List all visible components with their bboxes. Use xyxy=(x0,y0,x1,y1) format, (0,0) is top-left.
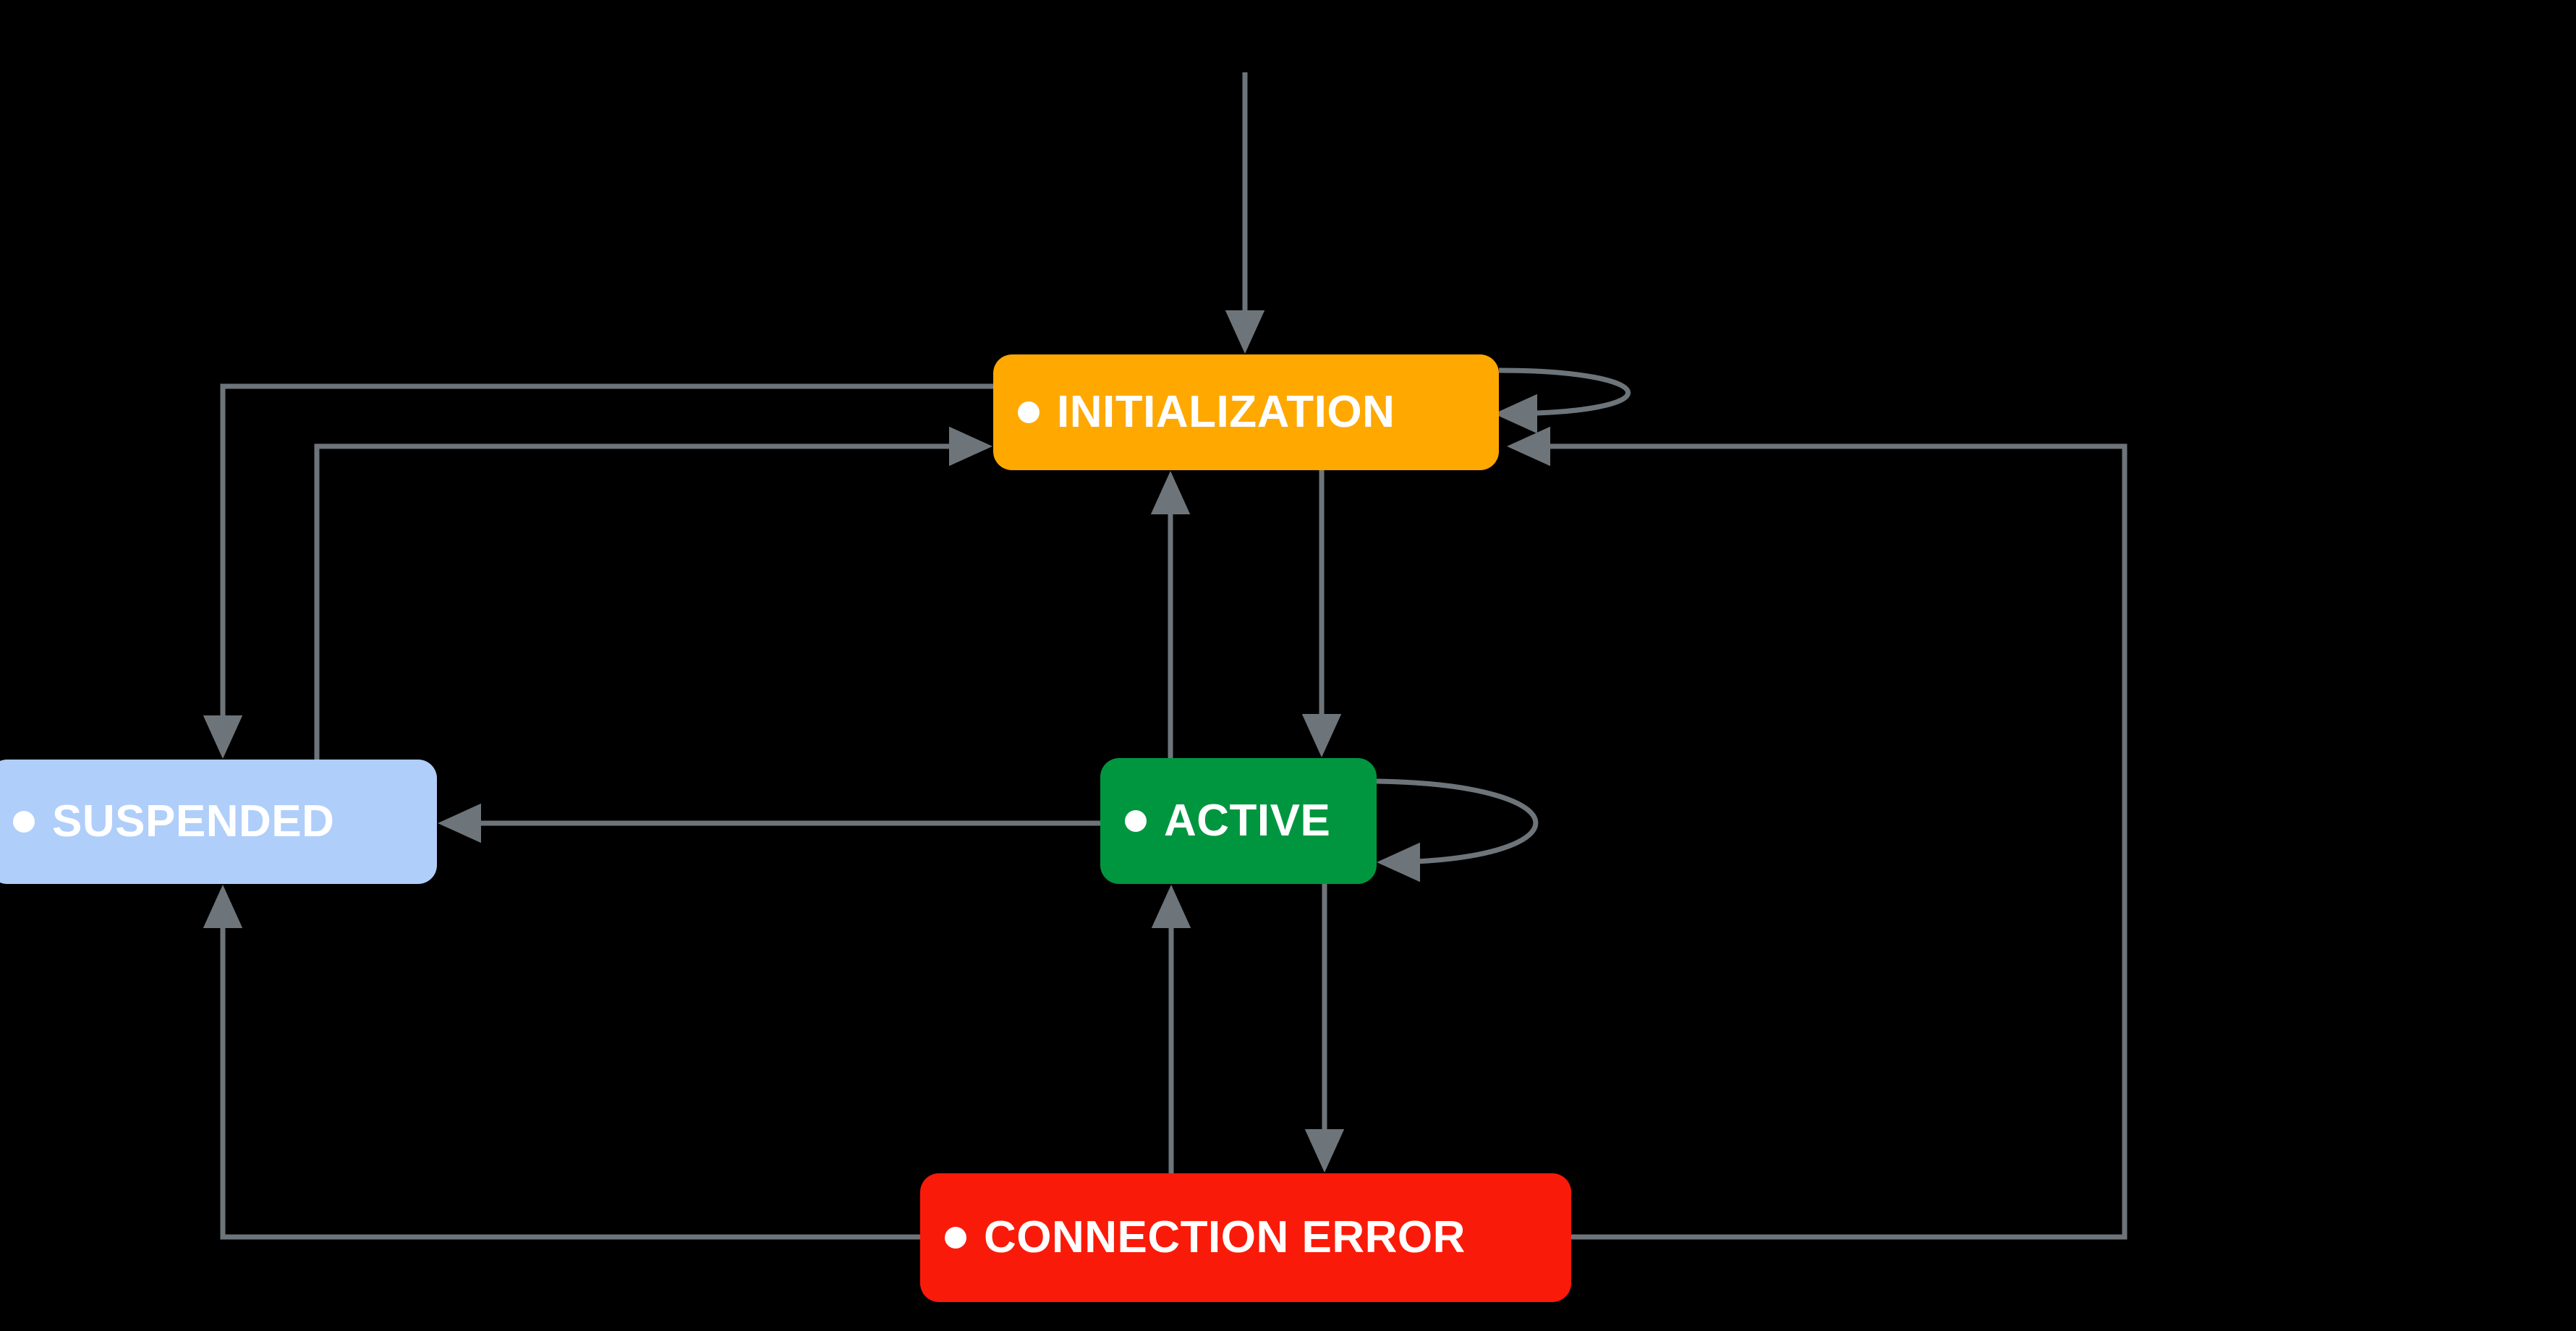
edge-initialization-self-loop xyxy=(1493,367,1631,434)
state-bullet-icon xyxy=(945,1227,966,1249)
state-node-suspended[interactable]: SUSPENDED xyxy=(0,760,437,884)
edge-active-self-loop xyxy=(1376,778,1539,883)
state-bullet-icon xyxy=(1125,810,1147,832)
state-node-initialization[interactable]: INITIALIZATION xyxy=(993,354,1499,470)
state-node-active[interactable]: ACTIVE xyxy=(1100,758,1377,884)
edge-connection-error-to-initialization xyxy=(1506,426,2127,1240)
state-label-connection-error: CONNECTION ERROR xyxy=(984,1212,1466,1262)
state-bullet-icon xyxy=(1018,401,1040,423)
edge-initialization-to-suspended xyxy=(203,383,993,760)
state-label-initialization: INITIALIZATION xyxy=(1057,387,1395,437)
edge-suspended-to-initialization xyxy=(314,426,993,760)
state-bullet-icon xyxy=(13,811,35,833)
state-node-connection-error[interactable]: CONNECTION ERROR xyxy=(920,1173,1571,1302)
state-label-suspended: SUSPENDED xyxy=(52,796,335,846)
state-label-active: ACTIVE xyxy=(1164,796,1331,846)
edge-connection-error-to-suspended xyxy=(203,884,920,1240)
